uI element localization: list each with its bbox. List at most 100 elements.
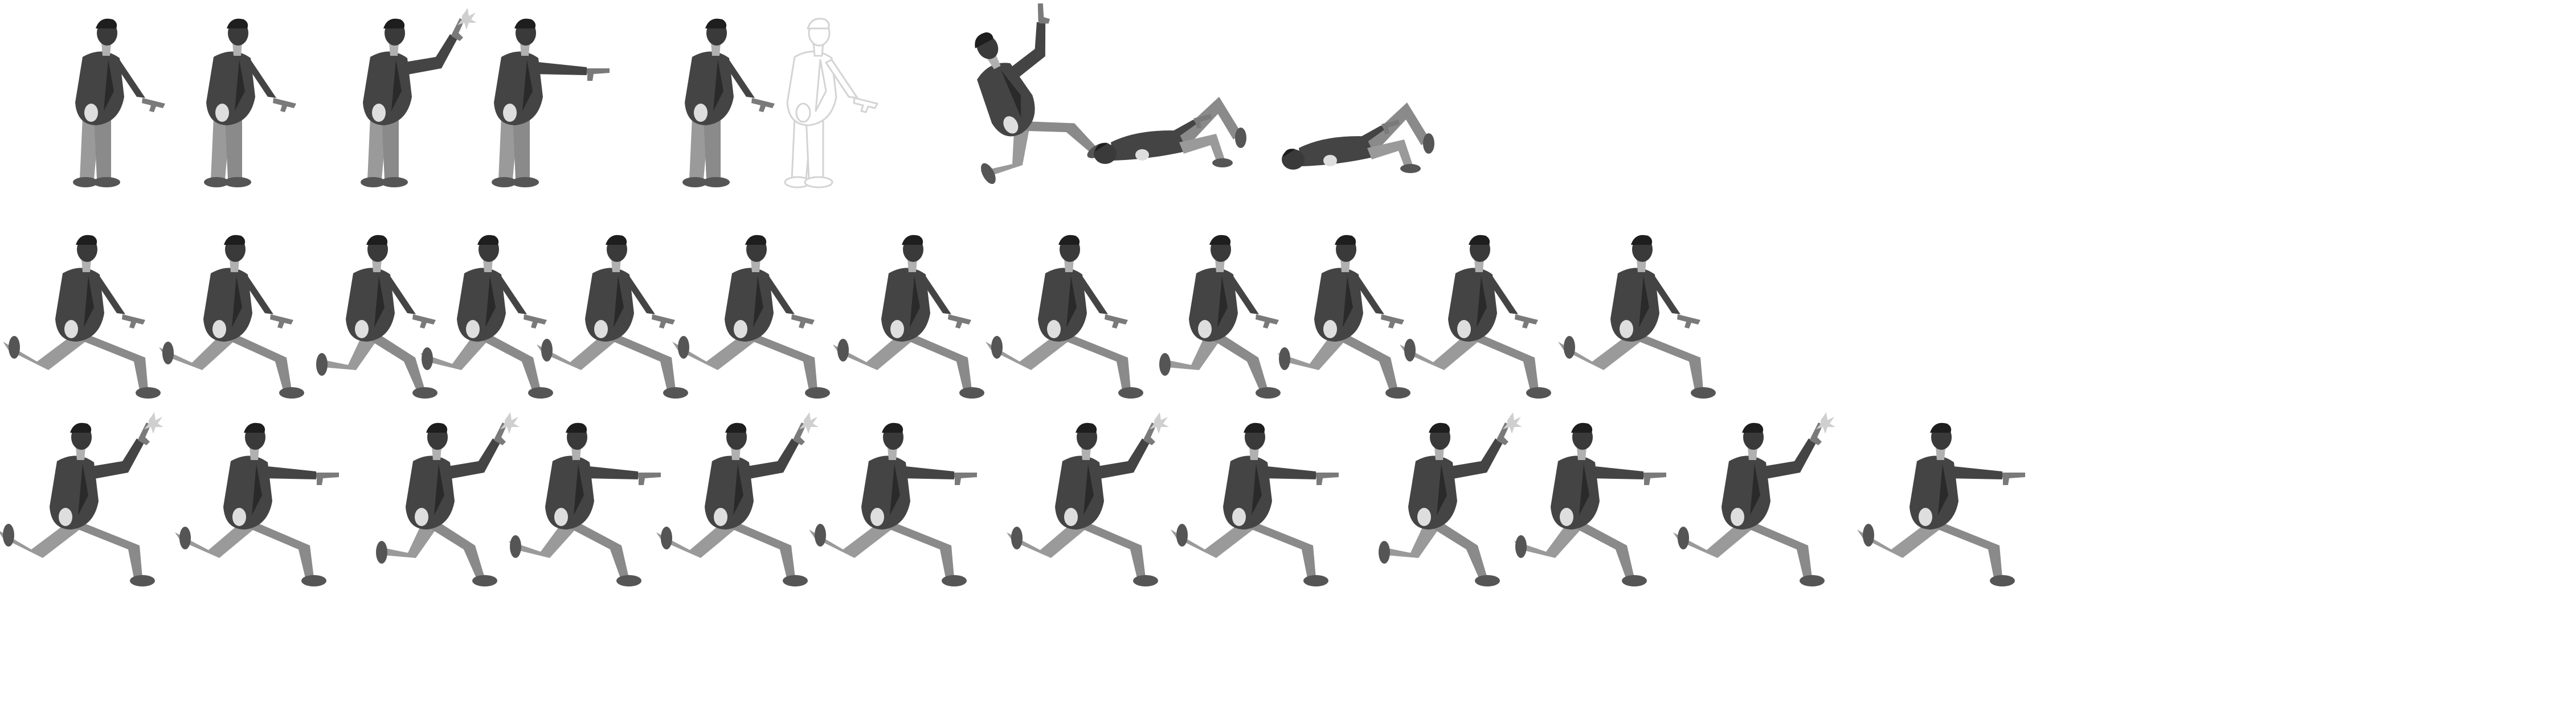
pistol [652, 314, 675, 329]
jacket-lapel [713, 60, 723, 111]
back-leg [1857, 524, 1940, 558]
jacket-lapel [815, 59, 827, 112]
back-leg [1007, 524, 1085, 558]
sprite-frame-run-shoot-12 [1857, 416, 2034, 598]
pistol [1497, 422, 1510, 445]
jacket-lapel [104, 60, 114, 111]
gun-arm [444, 438, 500, 479]
neck [751, 259, 760, 272]
front-shoe [1526, 387, 1551, 399]
pistol [138, 422, 151, 445]
hair [1631, 235, 1653, 245]
jacket-lapel [1252, 464, 1262, 515]
jacket-lapel [1343, 276, 1353, 327]
gun-arm [1447, 438, 1503, 479]
front-leg [1179, 97, 1242, 148]
sprite-figure [492, 18, 610, 187]
hair [882, 422, 903, 433]
front-leg [1743, 524, 1812, 578]
jacket-lapel [1083, 464, 1094, 515]
jacket-lapel [1217, 276, 1228, 327]
back-shoe [162, 342, 174, 364]
front-leg [94, 117, 111, 179]
hair [1429, 422, 1450, 433]
front-leg [367, 336, 425, 390]
hand [372, 104, 386, 122]
sprite-figure [809, 422, 977, 586]
front-leg [1211, 336, 1268, 390]
gun-arm [584, 466, 638, 479]
hair [975, 32, 993, 48]
back-shoe [678, 336, 689, 359]
sprite-frame-run-2 [157, 228, 328, 410]
front-leg [883, 524, 954, 578]
hand [554, 508, 568, 526]
neck [372, 259, 382, 272]
back-shoe [1212, 158, 1233, 167]
back-shoe [361, 177, 386, 187]
sprite-frame-run-5 [537, 228, 709, 410]
sprite-frame-run-12 [1558, 228, 1735, 410]
back-leg [1673, 524, 1752, 558]
neck [389, 43, 399, 56]
pistol [1316, 473, 1339, 485]
front-leg [746, 336, 817, 390]
front-shoe [472, 575, 497, 586]
muzzle-flash [1816, 412, 1835, 434]
front-shoe [1303, 575, 1328, 586]
gun-arm [385, 276, 416, 314]
hand [1417, 508, 1431, 526]
back-shoe [1678, 527, 1689, 549]
back-shoe [316, 353, 328, 376]
hand [84, 104, 98, 122]
gun-arm [1948, 466, 2002, 479]
pistol [1381, 120, 1400, 134]
sprite-figure [1673, 412, 1835, 586]
front-shoe [1475, 575, 1500, 586]
sprite-frame-stand-shoot-die-4 [447, 11, 618, 194]
front-leg [1931, 524, 2002, 578]
front-leg [479, 336, 541, 390]
neck [907, 259, 917, 272]
neck [571, 447, 581, 460]
back-shoe [73, 177, 98, 187]
back-shoe [682, 177, 708, 187]
back-leg [986, 336, 1068, 370]
back-shoe [3, 524, 14, 547]
sprite-figure [1159, 235, 1281, 399]
hair [1335, 235, 1356, 245]
pistol [1105, 314, 1128, 329]
front-shoe [1990, 575, 2015, 586]
back-leg [672, 336, 755, 370]
hand [1323, 320, 1337, 338]
sprite-figure [204, 18, 296, 187]
jacket-lapel [522, 60, 533, 111]
back-shoe [1159, 353, 1171, 376]
sprite-frame-run-1 [3, 228, 179, 410]
hand [1731, 508, 1744, 526]
hand [503, 104, 517, 122]
front-shoe [93, 177, 120, 187]
front-shoe [1622, 575, 1647, 586]
hair [227, 18, 248, 28]
hand [59, 508, 72, 526]
hair [1209, 235, 1231, 245]
gun-arm [114, 60, 145, 98]
front-leg [567, 524, 629, 578]
sprite-figure [1171, 422, 1339, 586]
pistol [494, 422, 507, 445]
sprite-figure [784, 18, 878, 188]
pistol [142, 98, 165, 112]
neck [76, 447, 85, 460]
sprite-frame-run-shoot-11 [1673, 412, 1846, 598]
muzzle-flash [799, 412, 819, 434]
back-shoe [1400, 164, 1421, 173]
jacket-lapel [753, 276, 763, 327]
back-shoe [981, 163, 996, 184]
pistol [412, 314, 436, 329]
head [1094, 143, 1117, 164]
hand [64, 320, 78, 338]
jacket-lapel [890, 464, 900, 515]
sprite-figure [1007, 412, 1169, 586]
